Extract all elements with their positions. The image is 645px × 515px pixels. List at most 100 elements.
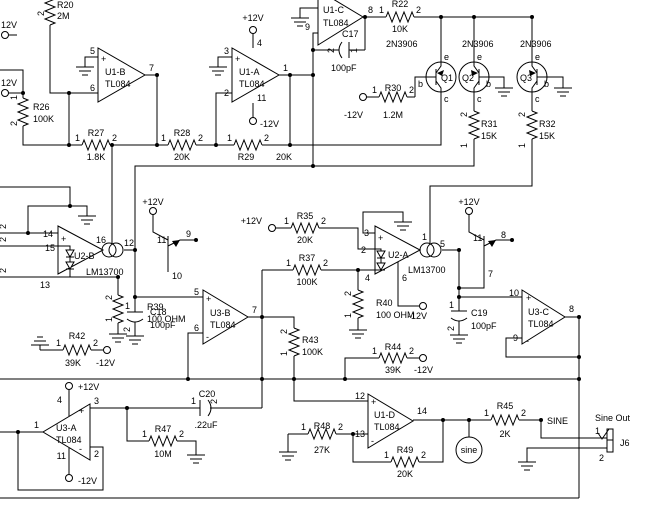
diode-icon xyxy=(65,249,386,272)
sine-src-label: sine xyxy=(461,445,478,455)
opamp-u1b xyxy=(97,47,147,103)
r47-val: 10M xyxy=(154,449,172,459)
r29-val: 20K xyxy=(276,152,292,162)
r42-val: 39K xyxy=(65,358,81,368)
r28-pin1: 1 xyxy=(161,133,166,143)
u2a-pin5: 5 xyxy=(440,239,445,249)
r42-pin1: 1 xyxy=(56,338,61,348)
cap-c18 xyxy=(126,311,144,323)
buf2-plus12: +12V xyxy=(458,197,479,207)
diodes xyxy=(65,249,386,272)
r31-ref: R31 xyxy=(481,119,498,129)
r44-val: 39K xyxy=(385,365,401,375)
c19-pin2: 2 xyxy=(446,326,456,331)
net-sine: SINE xyxy=(547,416,568,426)
r40-pin1: 1 xyxy=(343,313,353,318)
r32-pin1: 1 xyxy=(517,143,527,148)
r30-pin2: 2 xyxy=(409,85,414,95)
u3b-pin7: 7 xyxy=(252,305,257,315)
sine-source-circle xyxy=(455,436,483,464)
u1b-plus: + xyxy=(101,54,106,64)
u3c-pin8: 8 xyxy=(569,304,574,314)
j6-pin2: 2 xyxy=(599,453,604,463)
r32-pin2: 2 xyxy=(517,112,527,117)
ota-u2b-output-symbol xyxy=(101,242,117,258)
r37-val: 100K xyxy=(296,277,317,287)
r42-minus12: -12V xyxy=(96,358,115,368)
r20-val: 2M xyxy=(57,11,70,21)
buf1-pin9: 9 xyxy=(186,229,191,239)
opamps xyxy=(42,0,566,461)
u3c-pin10: 10 xyxy=(509,288,519,298)
q2-part: 2N3906 xyxy=(462,39,494,49)
u2a-pin4: 4 xyxy=(365,273,370,283)
q1-c: c xyxy=(444,94,449,104)
r28-val: 20K xyxy=(174,152,190,162)
capacitors xyxy=(126,41,468,417)
r42-ref: R42 xyxy=(69,331,86,341)
r49-val: 20K xyxy=(397,469,413,479)
ota-u2a-output-symbol xyxy=(419,242,435,258)
r40-val: 100 OHM xyxy=(376,310,415,320)
u1a-pin1: 1 xyxy=(283,63,288,73)
r35-pin2: 2 xyxy=(321,216,326,226)
r39-pin2: 2 xyxy=(104,295,114,300)
q3-b: b xyxy=(544,79,549,89)
u1d-pin14: 14 xyxy=(417,406,427,416)
c18-ref: C18 xyxy=(150,307,167,317)
r30-ref: R30 xyxy=(385,83,402,93)
u3a-name: U3-A xyxy=(56,423,77,433)
u2b-part: LM13700 xyxy=(86,267,124,277)
opamp-u3b xyxy=(202,289,249,345)
u3a-pin4: 4 xyxy=(57,395,62,405)
u3a-pin11: 11 xyxy=(57,451,66,461)
cap-c17 xyxy=(338,41,350,59)
u1c-part: TL084 xyxy=(323,18,349,28)
u1a-part: TL084 xyxy=(239,79,265,89)
u1b-name: U1-B xyxy=(105,67,126,77)
r47-pin1: 1 xyxy=(142,429,147,439)
u3a-plus12: +12V xyxy=(78,382,99,392)
u1b-part: TL084 xyxy=(105,79,131,89)
buf2-pin7: 7 xyxy=(488,269,493,279)
u3a-minus12: -12V xyxy=(78,476,97,486)
u2a-part: LM13700 xyxy=(408,265,446,275)
r28-ref: R28 xyxy=(174,128,191,138)
c20-pin2: 2 xyxy=(209,399,219,404)
u3b-pin5: 5 xyxy=(194,287,199,297)
u3b-part: TL084 xyxy=(210,320,236,330)
opamp-u1c xyxy=(317,0,364,46)
r48-pin2: 2 xyxy=(338,422,343,432)
ota-u2b-output-symbol2 xyxy=(108,242,124,258)
r32-ref: R32 xyxy=(539,119,556,129)
u1a-pin4: 4 xyxy=(257,38,262,48)
r39-val: 100 OHM xyxy=(147,314,186,324)
j6-pin1: 1 xyxy=(595,426,600,436)
u2b-pin16: 16 xyxy=(96,235,106,245)
u2b-pin14: 14 xyxy=(43,229,53,239)
q1-e: e xyxy=(444,52,449,62)
r31-pin1: 1 xyxy=(459,143,469,148)
stub-pin2-a: 2 xyxy=(0,224,8,229)
u1a-plus: + xyxy=(235,54,240,64)
c18-val: 100pF xyxy=(150,320,176,330)
r27-val: 1.8K xyxy=(87,152,106,162)
ota-u2b xyxy=(57,225,105,275)
buf2-pin8: 8 xyxy=(501,230,506,240)
u3c-part: TL084 xyxy=(528,319,554,329)
r30-minus12: -12V xyxy=(344,110,363,120)
buf1-plus12: +12V xyxy=(142,197,163,207)
c17-pin2: 2 xyxy=(326,48,336,53)
u1c-name: U1-C xyxy=(323,5,345,15)
r48-ref: R48 xyxy=(314,421,331,431)
junction-dots xyxy=(16,15,581,436)
sine-out-title: Sine Out xyxy=(595,413,631,423)
q3-part: 2N3906 xyxy=(520,39,552,49)
u2a-pin6: 6 xyxy=(402,273,407,283)
r45-pin1: 1 xyxy=(484,408,489,418)
r45-ref: R45 xyxy=(497,401,514,411)
u1d-part: TL084 xyxy=(374,422,400,432)
r27-pin1: 1 xyxy=(75,133,80,143)
q2-e: e xyxy=(477,52,482,62)
